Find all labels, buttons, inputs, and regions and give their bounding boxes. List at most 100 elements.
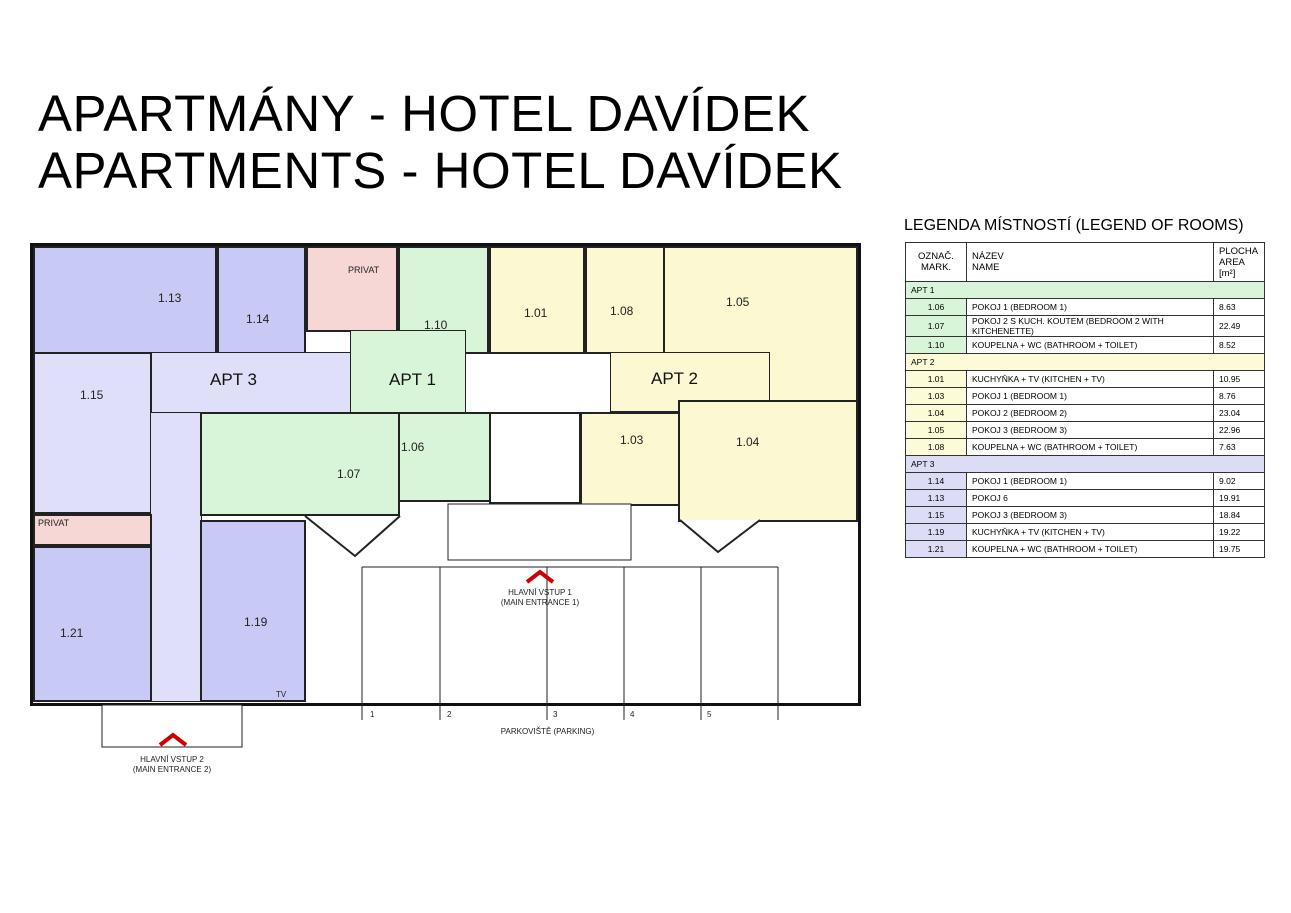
entrance-1-en: (MAIN ENTRANCE 1) — [500, 597, 580, 607]
entrance-2-cz: HLAVNÍ VSTUP 2 — [140, 755, 204, 764]
entrance-2-en: (MAIN ENTRANCE 2) — [132, 764, 212, 774]
legend-row: 1.07 POKOJ 2 S KUCH. KOUTEM (BEDROOM 2 W… — [905, 315, 1265, 337]
section-label: APT 3 — [905, 455, 1265, 473]
room-area: 8.52 — [1213, 336, 1265, 354]
room-name: POKOJ 2 (BEDROOM 2) — [966, 404, 1214, 422]
room-name: POKOJ 3 (BEDROOM 3) — [966, 506, 1214, 524]
room-mark: 1.05 — [905, 421, 967, 439]
room-name: POKOJ 6 — [966, 489, 1214, 507]
privat-label: PRIVAT — [38, 518, 70, 528]
room-mark: 1.06 — [905, 298, 967, 316]
room-name: POKOJ 2 S KUCH. KOUTEM (BEDROOM 2 WITH K… — [966, 315, 1214, 337]
room-mark: 1.14 — [905, 472, 967, 490]
legend-section-row: APT 3 — [905, 455, 1265, 473]
entrance-1-cz: HLAVNÍ VSTUP 1 — [508, 588, 572, 597]
room-mark: 1.01 — [905, 370, 967, 388]
room-area: 7.63 — [1213, 438, 1265, 456]
room-label: 1.10 — [424, 318, 448, 332]
header-name-cz: NÁZEV — [972, 251, 1004, 262]
section-label: APT 2 — [905, 353, 1265, 371]
header-mark: OZNAČ.MARK. — [905, 242, 967, 282]
parking-spot: 2 — [447, 710, 452, 719]
legend-title: LEGENDA MÍSTNOSTÍ (LEGEND OF ROOMS) — [904, 217, 1244, 234]
room-area: 22.49 — [1213, 315, 1265, 337]
legend-row: 1.03 POKOJ 1 (BEDROOM 1) 8.76 — [905, 387, 1265, 405]
room-label: 1.19 — [244, 615, 268, 629]
entrance-2-label: HLAVNÍ VSTUP 2 (MAIN ENTRANCE 2) — [112, 755, 232, 774]
room-area: 23.04 — [1213, 404, 1265, 422]
room-area: 9.02 — [1213, 472, 1265, 490]
room-area: 10.95 — [1213, 370, 1265, 388]
title-english: APARTMENTS - HOTEL DAVÍDEK — [38, 142, 843, 199]
bay-window-right — [679, 519, 761, 554]
parking-spot: 3 — [553, 710, 558, 719]
privat-room-left — [33, 514, 152, 546]
entrance-1-arrow-icon — [525, 569, 555, 584]
room-area: 8.76 — [1213, 387, 1265, 405]
room-name: POKOJ 1 (BEDROOM 1) — [966, 298, 1214, 316]
room-label: 1.06 — [401, 440, 425, 454]
room-mark: 1.10 — [905, 336, 967, 354]
room-name: KUCHYŇKA + TV (KITCHEN + TV) — [966, 523, 1214, 541]
room-label: 1.03 — [620, 433, 644, 447]
room-label: 1.08 — [610, 304, 634, 318]
room-mark: 1.03 — [905, 387, 967, 405]
entrance-1-steps — [447, 503, 632, 561]
room-label: 1.07 — [337, 467, 361, 481]
room-name: KUCHYŇKA + TV (KITCHEN + TV) — [966, 370, 1214, 388]
parking-lines — [361, 566, 779, 720]
legend-row: 1.14 POKOJ 1 (BEDROOM 1) 9.02 — [905, 472, 1265, 490]
room-mark: 1.15 — [905, 506, 967, 524]
room-mark: 1.13 — [905, 489, 967, 507]
privat-label: PRIVAT — [348, 265, 380, 275]
room-mark: 1.19 — [905, 523, 967, 541]
legend-row: 1.01 KUCHYŇKA + TV (KITCHEN + TV) 10.95 — [905, 370, 1265, 388]
legend-row: 1.08 KOUPELNA + WC (BATHROOM + TOILET) 7… — [905, 438, 1265, 456]
room-1-04 — [678, 400, 858, 522]
room-label: 1.15 — [80, 388, 104, 402]
room-area: 18.84 — [1213, 506, 1265, 524]
legend-row: 1.06 POKOJ 1 (BEDROOM 1) 8.63 — [905, 298, 1265, 316]
entrance-2-steps — [101, 704, 243, 748]
section-label: APT 1 — [905, 281, 1265, 299]
parking-spot: 4 — [630, 710, 635, 719]
entrance-1-label: HLAVNÍ VSTUP 1 (MAIN ENTRANCE 1) — [480, 588, 600, 607]
room-area: 8.63 — [1213, 298, 1265, 316]
parking-label: PARKOVIŠTĚ (PARKING) — [500, 727, 595, 736]
room-mark: 1.21 — [905, 540, 967, 558]
room-label: 1.14 — [246, 312, 270, 326]
room-1-21 — [33, 546, 152, 702]
room-name: POKOJ 1 (BEDROOM 1) — [966, 472, 1214, 490]
room-name: KOUPELNA + WC (BATHROOM + TOILET) — [966, 540, 1214, 558]
parking-spot: 5 — [707, 710, 712, 719]
room-1-06 — [398, 412, 491, 502]
room-area: 19.91 — [1213, 489, 1265, 507]
room-label: 1.01 — [524, 306, 548, 320]
legend-row: 1.19 KUCHYŇKA + TV (KITCHEN + TV) 19.22 — [905, 523, 1265, 541]
legend-section-row: APT 2 — [905, 353, 1265, 371]
room-area: 19.75 — [1213, 540, 1265, 558]
header-name-en: NAME — [972, 262, 1000, 273]
apt1-label: APT 1 — [389, 370, 436, 389]
room-name: POKOJ 3 (BEDROOM 3) — [966, 421, 1214, 439]
room-mark: 1.07 — [905, 315, 967, 337]
room-area: 22.96 — [1213, 421, 1265, 439]
bay-window-left — [304, 515, 401, 558]
privat-room-top — [306, 246, 398, 332]
legend-row: 1.15 POKOJ 3 (BEDROOM 3) 18.84 — [905, 506, 1265, 524]
room-label: 1.04 — [736, 435, 760, 449]
header-area-en: AREA [m²] — [1219, 256, 1245, 279]
room-label: 1.13 — [158, 291, 182, 305]
room-label: 1.05 — [726, 295, 750, 309]
room-mark: 1.04 — [905, 404, 967, 422]
title-czech: APARTMÁNY - HOTEL DAVÍDEK — [38, 85, 810, 142]
room-1-01 — [489, 246, 585, 354]
legend-row: 1.04 POKOJ 2 (BEDROOM 2) 23.04 — [905, 404, 1265, 422]
apt3-corridor — [150, 412, 202, 702]
